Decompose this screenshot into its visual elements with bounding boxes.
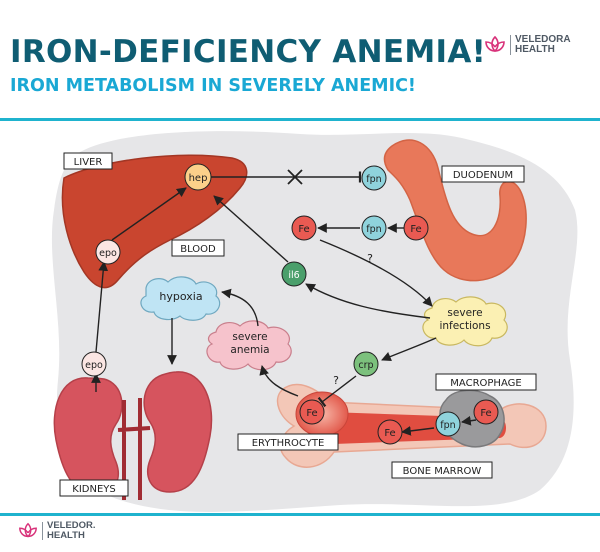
node-fpn-mid: fpn <box>361 215 387 241</box>
arrow-anemia-hypoxia <box>221 288 259 327</box>
arrow-epo-hep <box>111 187 187 241</box>
node-epo-kidney-label: epo <box>85 360 103 371</box>
footer-brand-line1: VELEDOR. <box>47 520 96 532</box>
node-fpn-top-label: fpn <box>366 174 381 185</box>
node-fe-duodenum: Fe <box>403 215 429 241</box>
label-macrophage-text: MACROPHAGE <box>450 378 521 389</box>
node-fpn-top: fpn <box>361 165 387 191</box>
node-hep-label: hep <box>189 173 208 184</box>
label-blood: BLOOD <box>171 239 225 257</box>
node-fe-marrow-label: Fe <box>384 428 395 439</box>
label-liver-text: LIVER <box>74 157 103 168</box>
arrow-erythrocyte-anemia <box>259 365 299 397</box>
pathway-arrows <box>91 169 477 436</box>
arrow-fpn-fe-marrow <box>401 426 435 436</box>
header-divider <box>0 118 600 121</box>
header: IRON-DEFICIENCY ANEMIA! IRON METABOLISM … <box>0 0 600 118</box>
node-fe-marrow: Fe <box>377 419 403 445</box>
node-il6-label: il6 <box>288 270 299 281</box>
node-epo-kidney: epo <box>81 351 107 377</box>
label-erythrocyte: ERYTHROCYTE <box>237 433 339 451</box>
label-bone-marrow: BONE MARROW <box>391 461 493 479</box>
node-il6: il6 <box>281 261 307 287</box>
severe-anemia-cloud <box>206 320 292 371</box>
x-mark <box>287 169 303 185</box>
footer-brand-logo: VELEDOR. HEALTH <box>18 521 96 541</box>
label-macrophage: MACROPHAGE <box>435 373 537 391</box>
severe-infections-label-1: severe <box>447 307 482 319</box>
node-hep: hep <box>184 163 212 191</box>
node-fe-duodenum-label: Fe <box>410 224 421 235</box>
brand-line2: HEALTH <box>515 44 555 55</box>
label-kidneys-text: KIDNEYS <box>72 484 115 495</box>
arrow-crp-erythrocyte <box>317 375 357 408</box>
kidney-right <box>143 371 213 493</box>
kidney-left <box>53 377 123 495</box>
page-subtitle: IRON METABOLISM IN SEVERELY ANEMIC! <box>10 76 416 96</box>
node-epo-liver-label: epo <box>99 248 117 259</box>
arrow-epo-liver-epo <box>95 261 109 353</box>
node-crp: crp <box>353 351 379 377</box>
label-bone-marrow-text: BONE MARROW <box>403 466 482 477</box>
label-duodenum: DUODENUM <box>441 165 525 183</box>
footer-divider <box>0 513 600 516</box>
node-crp-label: crp <box>358 360 373 371</box>
node-fpn-macrophage: fpn <box>435 411 461 437</box>
brand-lotus-icon <box>485 35 505 53</box>
severe-anemia-label-1: severe <box>232 331 267 343</box>
label-blood-text: BLOOD <box>180 244 216 255</box>
node-fpn-mid-label: fpn <box>366 224 381 235</box>
brand-line1: VELEDORA <box>515 33 571 45</box>
label-kidneys: KIDNEYS <box>59 479 129 497</box>
node-fe-blood: Fe <box>291 215 317 241</box>
footer-lotus-icon <box>19 522 37 538</box>
severe-infections-cloud <box>422 296 508 347</box>
hypoxia-label: hypoxia <box>159 290 202 303</box>
label-erythrocyte-text: ERYTHROCYTE <box>252 438 325 449</box>
node-fe-erythrocyte: Fe <box>299 399 325 425</box>
arrow-infections-crp <box>381 337 437 362</box>
duodenum-organ <box>383 139 527 282</box>
severe-anemia-label-2: anemia <box>230 344 269 356</box>
node-fe-blood-label: Fe <box>298 224 309 235</box>
brand-logo: VELEDORA HEALTH <box>484 34 571 56</box>
question-mark-2: ? <box>333 374 339 387</box>
arrow-macrophage-fpn <box>461 415 477 426</box>
node-fpn-macrophage-label: fpn <box>440 420 455 431</box>
arrow-infections-il6 <box>305 283 431 319</box>
label-duodenum-text: DUODENUM <box>453 170 513 181</box>
node-fe-macrophage: Fe <box>473 399 499 425</box>
node-fe-erythrocyte-label: Fe <box>306 408 317 419</box>
label-liver: LIVER <box>63 152 113 170</box>
question-mark-1: ? <box>367 252 373 265</box>
node-epo-liver: epo <box>95 239 121 265</box>
node-fe-macrophage-label: Fe <box>480 408 491 419</box>
hypoxia-cloud <box>140 276 221 321</box>
page-title: IRON-DEFICIENCY ANEMIA! <box>10 34 487 70</box>
footer-brand-line2: HEALTH <box>47 530 85 541</box>
severe-infections-label-2: infections <box>439 320 490 332</box>
arrow-fe-infections <box>319 239 433 307</box>
arrow-il6-hep <box>213 195 289 263</box>
